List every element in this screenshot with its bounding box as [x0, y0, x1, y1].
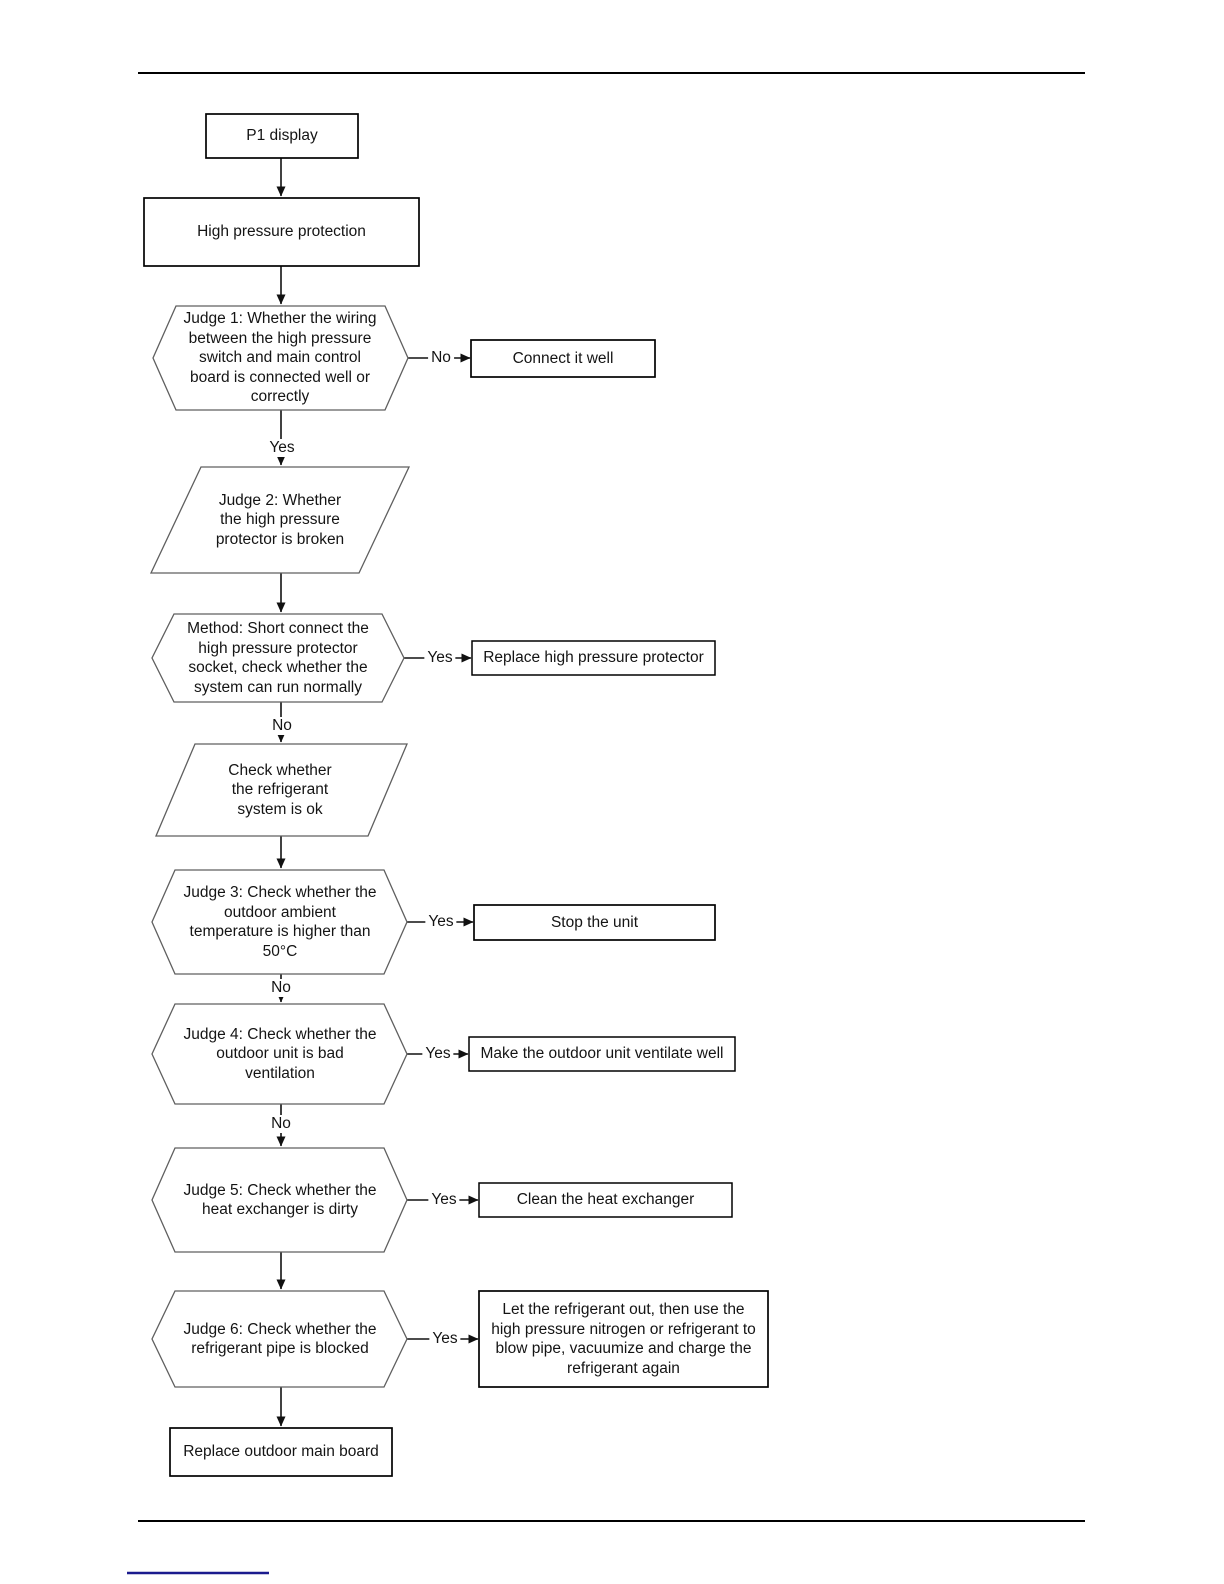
judge5-label: Judge 5: Check whether the heat exchange…: [183, 1181, 377, 1219]
connect-shape: [470, 339, 656, 378]
ventilate-shape: [468, 1036, 736, 1072]
hp-label: High pressure protection: [197, 223, 366, 241]
stop-unit-shape: [473, 904, 716, 941]
refrigerant-fix-label: Let the refrigerant out, then use the hi…: [491, 1301, 756, 1377]
edge-label-judge1-no: No: [428, 349, 454, 367]
p1-shape: [205, 113, 359, 159]
edge-label-judge5-yes: Yes: [428, 1191, 460, 1209]
judge1-label: Judge 1: Whether the wiring between the …: [183, 310, 377, 406]
judge4-shape: [151, 1003, 408, 1105]
refrigerant-fix-shape: [478, 1290, 769, 1388]
judge4-label: Judge 4: Check whether the outdoor unit …: [183, 1025, 377, 1082]
replace-board-label: Replace outdoor main board: [183, 1443, 379, 1461]
judge5-shape: [151, 1147, 408, 1253]
judge2-label: Judge 2: Whether the high pressure prote…: [215, 491, 345, 548]
judge6-label: Judge 6: Check whether the refrigerant p…: [183, 1320, 377, 1358]
check-refrigerant-label: Check whether the refrigerant system is …: [228, 761, 332, 818]
judge6-shape: [151, 1290, 408, 1388]
edge-label-judge1-yes: Yes: [266, 439, 298, 457]
clean-label: Clean the heat exchanger: [516, 1191, 695, 1209]
edge-label-method-yes: Yes: [424, 649, 456, 667]
p1-label: P1 display: [246, 127, 318, 145]
judge1-shape: [152, 305, 409, 411]
edge-label-judge6-yes: Yes: [429, 1330, 461, 1348]
ventilate-label: Make the outdoor unit ventilate well: [480, 1045, 724, 1063]
method-label: Method: Short connect the high pressure …: [187, 620, 369, 696]
replace-protector-label: Replace high pressure protector: [483, 649, 704, 667]
edge-label-judge3-no: No: [268, 979, 294, 997]
method-shape: [151, 613, 405, 703]
edge-label-judge4-yes: Yes: [422, 1045, 454, 1063]
replace-protector-shape: [471, 640, 716, 676]
edge-label-judge3-yes: Yes: [425, 913, 457, 931]
replace-board-shape: [169, 1427, 393, 1477]
judge3-label: Judge 3: Check whether the outdoor ambie…: [183, 884, 377, 960]
edge-label-judge4-no: No: [268, 1115, 294, 1133]
check-refrigerant-shape: [155, 743, 408, 837]
clean-shape: [478, 1182, 733, 1218]
edge-label-method-no: No: [269, 717, 295, 735]
judge2-shape: [149, 466, 411, 574]
stop-unit-label: Stop the unit: [550, 913, 639, 931]
connect-label: Connect it well: [512, 349, 614, 367]
hp-shape: [143, 197, 420, 267]
judge3-shape: [151, 869, 408, 975]
